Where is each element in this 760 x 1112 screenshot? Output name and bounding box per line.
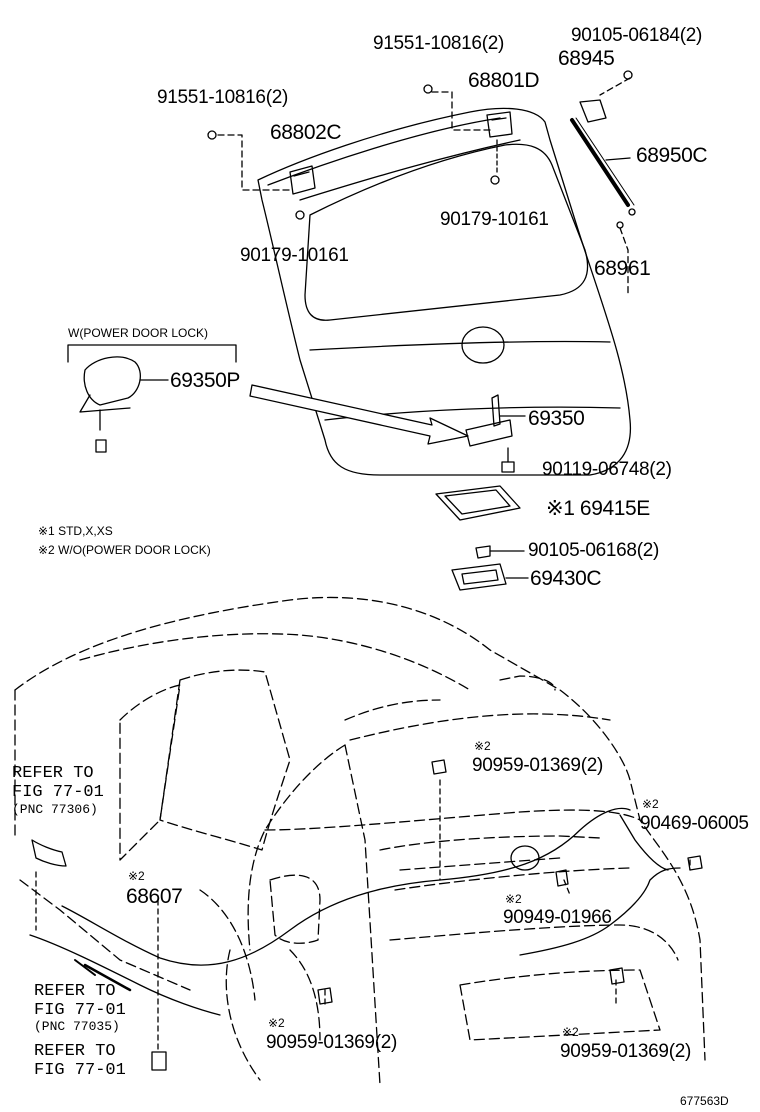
label-90959-bl: 90959-01369(2) (266, 1032, 398, 1053)
arrow-69350p (249, 384, 469, 445)
ref3-line1: REFER TO (34, 1042, 116, 1061)
mark-68607: ※2 (128, 869, 145, 883)
hinge-68802c (207, 130, 316, 220)
label-91551-right: 91551-10816(2) (373, 33, 505, 54)
clip-90949 (555, 869, 569, 887)
ref2-line2: FIG 77-01 (34, 1001, 126, 1020)
back-door-outline (257, 107, 632, 476)
mark-90469: ※2 (642, 797, 659, 811)
label-90959-top: 90959-01369(2) (472, 755, 604, 776)
car-body-outline (14, 596, 706, 1086)
mark-90949: ※2 (505, 892, 522, 906)
label-90179-left: 90179-10161 (240, 245, 349, 266)
clip-90959-br (609, 967, 625, 985)
note-std: ※1 STD,X,XS (38, 524, 113, 538)
diagram-id: 677563D (680, 1094, 729, 1108)
leader-lines-body (35, 779, 691, 1053)
ref2-line3: (PNC 77035) (34, 1019, 120, 1034)
label-68950c: 68950C (636, 144, 708, 167)
label-90105-06184: 90105-06184(2) (571, 25, 703, 46)
label-68945: 68945 (558, 47, 615, 70)
label-90949: 90949-01966 (503, 907, 612, 928)
switch-69430c (451, 563, 529, 591)
mark-90959-br: ※2 (562, 1025, 579, 1039)
label-68801d: 68801D (468, 69, 540, 92)
clip-90959-top (431, 759, 447, 775)
label-90959-br: 90959-01369(2) (560, 1041, 692, 1062)
ref2-line1: REFER TO (34, 982, 116, 1001)
label-90179-right: 90179-10161 (440, 209, 549, 230)
mark-90959-bl: ※2 (268, 1016, 285, 1030)
label-90119: 90119-06748(2) (542, 459, 672, 480)
label-69350p: 69350P (170, 369, 241, 392)
group-bracket-power-lock (67, 344, 237, 453)
ref1-line1: REFER TO (12, 764, 94, 783)
hinge-68801d (423, 84, 513, 185)
gasket-69415e (435, 485, 521, 521)
label-68961: 68961 (594, 257, 651, 280)
bolt-90105-06168 (475, 545, 525, 559)
fuel-lid (510, 845, 540, 871)
label-69415e: ※1 69415E (546, 497, 650, 520)
connector-ref3 (151, 1051, 167, 1071)
label-69350: 69350 (528, 407, 585, 430)
ref3-line2: FIG 77-01 (34, 1061, 126, 1080)
ref1-line3: (PNC 77306) (12, 802, 98, 817)
label-91551-left: 91551-10816(2) (157, 87, 289, 108)
lock-69350 (465, 394, 526, 473)
label-90105-06168: 90105-06168(2) (528, 540, 660, 561)
clip-90959-bl (317, 987, 333, 1005)
label-68607: 68607 (126, 885, 183, 908)
harness-68607 (29, 807, 681, 1016)
note-wo-power-lock: ※2 W/O(POWER DOOR LOCK) (38, 543, 211, 557)
clip-90469 (687, 855, 703, 871)
mark-90959-top: ※2 (474, 739, 491, 753)
label-90469: 90469-06005 (640, 813, 749, 834)
label-power-lock-group: W(POWER DOOR LOCK) (68, 326, 208, 340)
label-69430c: 69430C (530, 567, 602, 590)
stay-68950c (570, 70, 636, 229)
label-68802c: 68802C (270, 121, 342, 144)
leader-lines-door (217, 77, 631, 296)
connector-ref1 (31, 839, 67, 867)
ref1-line2: FIG 77-01 (12, 783, 104, 802)
